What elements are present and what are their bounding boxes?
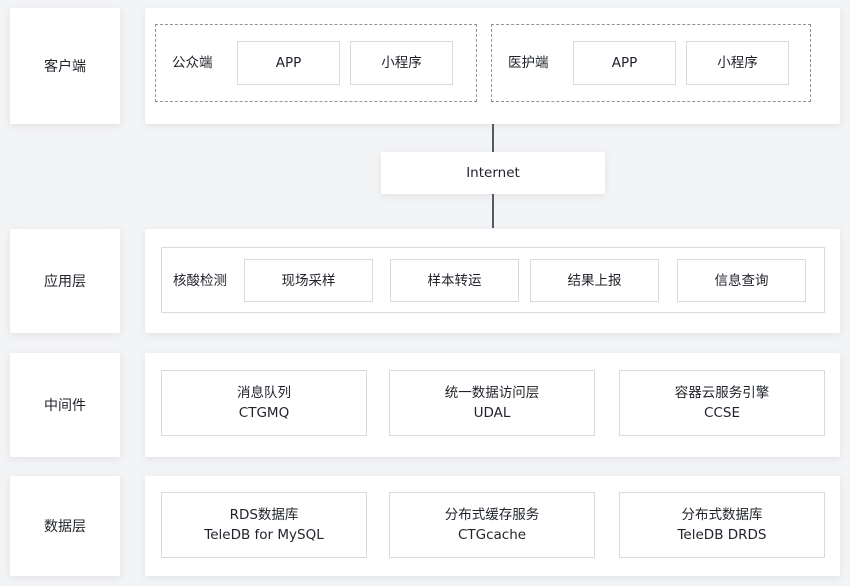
app-item-sampling: 现场采样 — [244, 259, 373, 302]
medical-client-group: 医护端 APP 小程序 — [491, 24, 811, 102]
public-app-box: APP — [237, 41, 340, 85]
app-item-info-query: 信息查询 — [677, 259, 806, 302]
layer-label-data: 数据层 — [10, 476, 120, 576]
middleware-item-ccse: 容器云服务引擎 CCSE — [619, 370, 825, 436]
middleware-item-ctgmq: 消息队列 CTGMQ — [161, 370, 367, 436]
middleware-item-udal: 统一数据访问层 UDAL — [389, 370, 595, 436]
app-item-transport: 样本转运 — [390, 259, 519, 302]
data-item-ctgcache: 分布式缓存服务 CTGcache — [389, 492, 595, 558]
public-client-group: 公众端 APP 小程序 — [155, 24, 477, 102]
nucleic-acid-test-group: 核酸检测 现场采样 样本转运 结果上报 信息查询 — [161, 247, 825, 313]
connector-client-internet — [492, 124, 494, 152]
middleware-layer-panel: 消息队列 CTGMQ 统一数据访问层 UDAL 容器云服务引擎 CCSE — [145, 353, 840, 457]
internet-box: Internet — [381, 152, 605, 194]
medical-mini-program-box: 小程序 — [686, 41, 789, 85]
layer-label-client: 客户端 — [10, 8, 120, 124]
application-layer-panel: 核酸检测 现场采样 样本转运 结果上报 信息查询 — [145, 229, 840, 333]
data-layer-panel: RDS数据库 TeleDB for MySQL 分布式缓存服务 CTGcache… — [145, 476, 840, 576]
client-layer-panel: 公众端 APP 小程序 医护端 APP 小程序 — [145, 8, 840, 124]
medical-client-label: 医护端 — [508, 55, 549, 71]
public-client-label: 公众端 — [172, 55, 213, 71]
nucleic-acid-test-label: 核酸检测 — [173, 273, 227, 289]
data-item-teledb-mysql: RDS数据库 TeleDB for MySQL — [161, 492, 367, 558]
medical-app-box: APP — [573, 41, 676, 85]
connector-internet-application — [492, 194, 494, 228]
app-item-result-report: 结果上报 — [530, 259, 659, 302]
layer-label-application: 应用层 — [10, 229, 120, 333]
data-item-teledb-drds: 分布式数据库 TeleDB DRDS — [619, 492, 825, 558]
layer-label-middleware: 中间件 — [10, 353, 120, 457]
public-mini-program-box: 小程序 — [350, 41, 453, 85]
